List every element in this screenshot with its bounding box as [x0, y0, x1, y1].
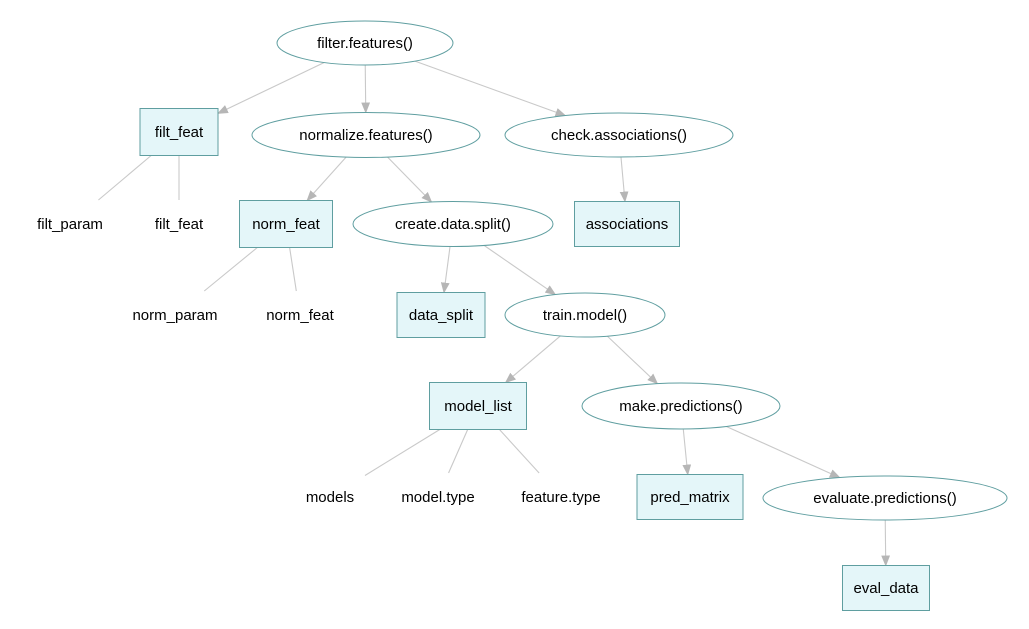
node-models: models [306, 489, 354, 506]
node-label: filt_feat [155, 216, 204, 233]
node-model_type: model.type [401, 489, 474, 506]
data-node-shape [842, 565, 930, 611]
node-label: eval_data [853, 580, 919, 597]
edge-normalize_features-to-norm_feat_box [306, 156, 347, 202]
edge-filter_features-to-normalize_features [361, 64, 371, 114]
edge-norm_feat_box-to-norm_param [203, 247, 258, 292]
node-eval_data: eval_data [842, 565, 930, 611]
node-label: data_split [409, 307, 474, 324]
function-node-shape [251, 112, 481, 158]
edge-make_predictions-to-evaluate_predictions [726, 425, 841, 479]
edge-normalize_features-to-create_data_split [387, 156, 433, 203]
node-label: associations [586, 216, 669, 233]
node-label: norm_feat [252, 216, 320, 233]
node-model_list: model_list [429, 382, 527, 430]
node-filt_param: filt_param [37, 216, 103, 233]
edge-check_associations-to-associations [619, 156, 629, 203]
node-norm_feat_txt: norm_feat [266, 307, 334, 324]
data-node-shape [636, 474, 744, 520]
node-associations: associations [574, 201, 680, 247]
function-node-shape [352, 201, 554, 247]
edge-filt_feat_box-to-filt_param [98, 155, 152, 201]
node-label: filt_param [37, 216, 103, 233]
node-label: filt_feat [155, 124, 204, 141]
node-norm_param: norm_param [132, 307, 217, 324]
node-evaluate_predictions: evaluate.predictions() [762, 475, 1008, 521]
data-node-shape [239, 200, 333, 248]
data-node-shape [574, 201, 680, 247]
data-node-shape [429, 382, 527, 430]
node-label: model_list [444, 398, 512, 415]
node-label: train.model() [543, 307, 627, 324]
edge-create_data_split-to-data_split [440, 246, 451, 294]
node-feature_type: feature.type [521, 489, 600, 506]
node-pred_matrix: pred_matrix [636, 474, 744, 520]
node-label: model.type [401, 489, 474, 506]
node-label: evaluate.predictions() [813, 490, 956, 507]
edge-filter_features-to-check_associations [414, 60, 567, 117]
data-node-shape [396, 292, 486, 338]
node-label: feature.type [521, 489, 600, 506]
edge-train_model-to-model_list [504, 335, 561, 384]
function-node-shape [762, 475, 1008, 521]
node-label: filter.features() [317, 35, 413, 52]
edge-model_list-to-models [364, 429, 441, 476]
function-node-shape [504, 292, 666, 338]
node-label: norm_feat [266, 307, 334, 324]
node-label: normalize.features() [299, 127, 432, 144]
node-label: norm_param [132, 307, 217, 324]
edge-norm_feat_box-to-norm_feat_txt [289, 247, 297, 292]
node-norm_feat_box: norm_feat [239, 200, 333, 248]
edge-model_list-to-feature_type [499, 429, 540, 474]
function-node-shape [581, 382, 781, 430]
node-normalize_features: normalize.features() [251, 112, 481, 158]
node-label: pred_matrix [650, 489, 730, 506]
edge-filter_features-to-filt_feat_box [217, 62, 325, 114]
edge-make_predictions-to-pred_matrix [682, 428, 692, 476]
node-label: make.predictions() [619, 398, 742, 415]
node-create_data_split: create.data.split() [352, 201, 554, 247]
edge-model_list-to-model_type [448, 429, 469, 474]
node-check_associations: check.associations() [504, 112, 734, 158]
node-label: models [306, 489, 354, 506]
edge-create_data_split-to-train_model [483, 244, 557, 296]
node-label: check.associations() [551, 127, 687, 144]
node-filter_features: filter.features() [276, 20, 454, 66]
edge-evaluate_predictions-to-eval_data [881, 519, 891, 567]
node-train_model: train.model() [504, 292, 666, 338]
node-filt_feat_box: filt_feat [139, 108, 219, 156]
node-make_predictions: make.predictions() [581, 382, 781, 430]
node-filt_feat_txt: filt_feat [155, 216, 204, 233]
function-node-shape [504, 112, 734, 158]
node-label: create.data.split() [395, 216, 511, 233]
function-node-shape [276, 20, 454, 66]
node-data_split: data_split [396, 292, 486, 338]
edge-train_model-to-make_predictions [606, 335, 659, 385]
data-node-shape [139, 108, 219, 156]
